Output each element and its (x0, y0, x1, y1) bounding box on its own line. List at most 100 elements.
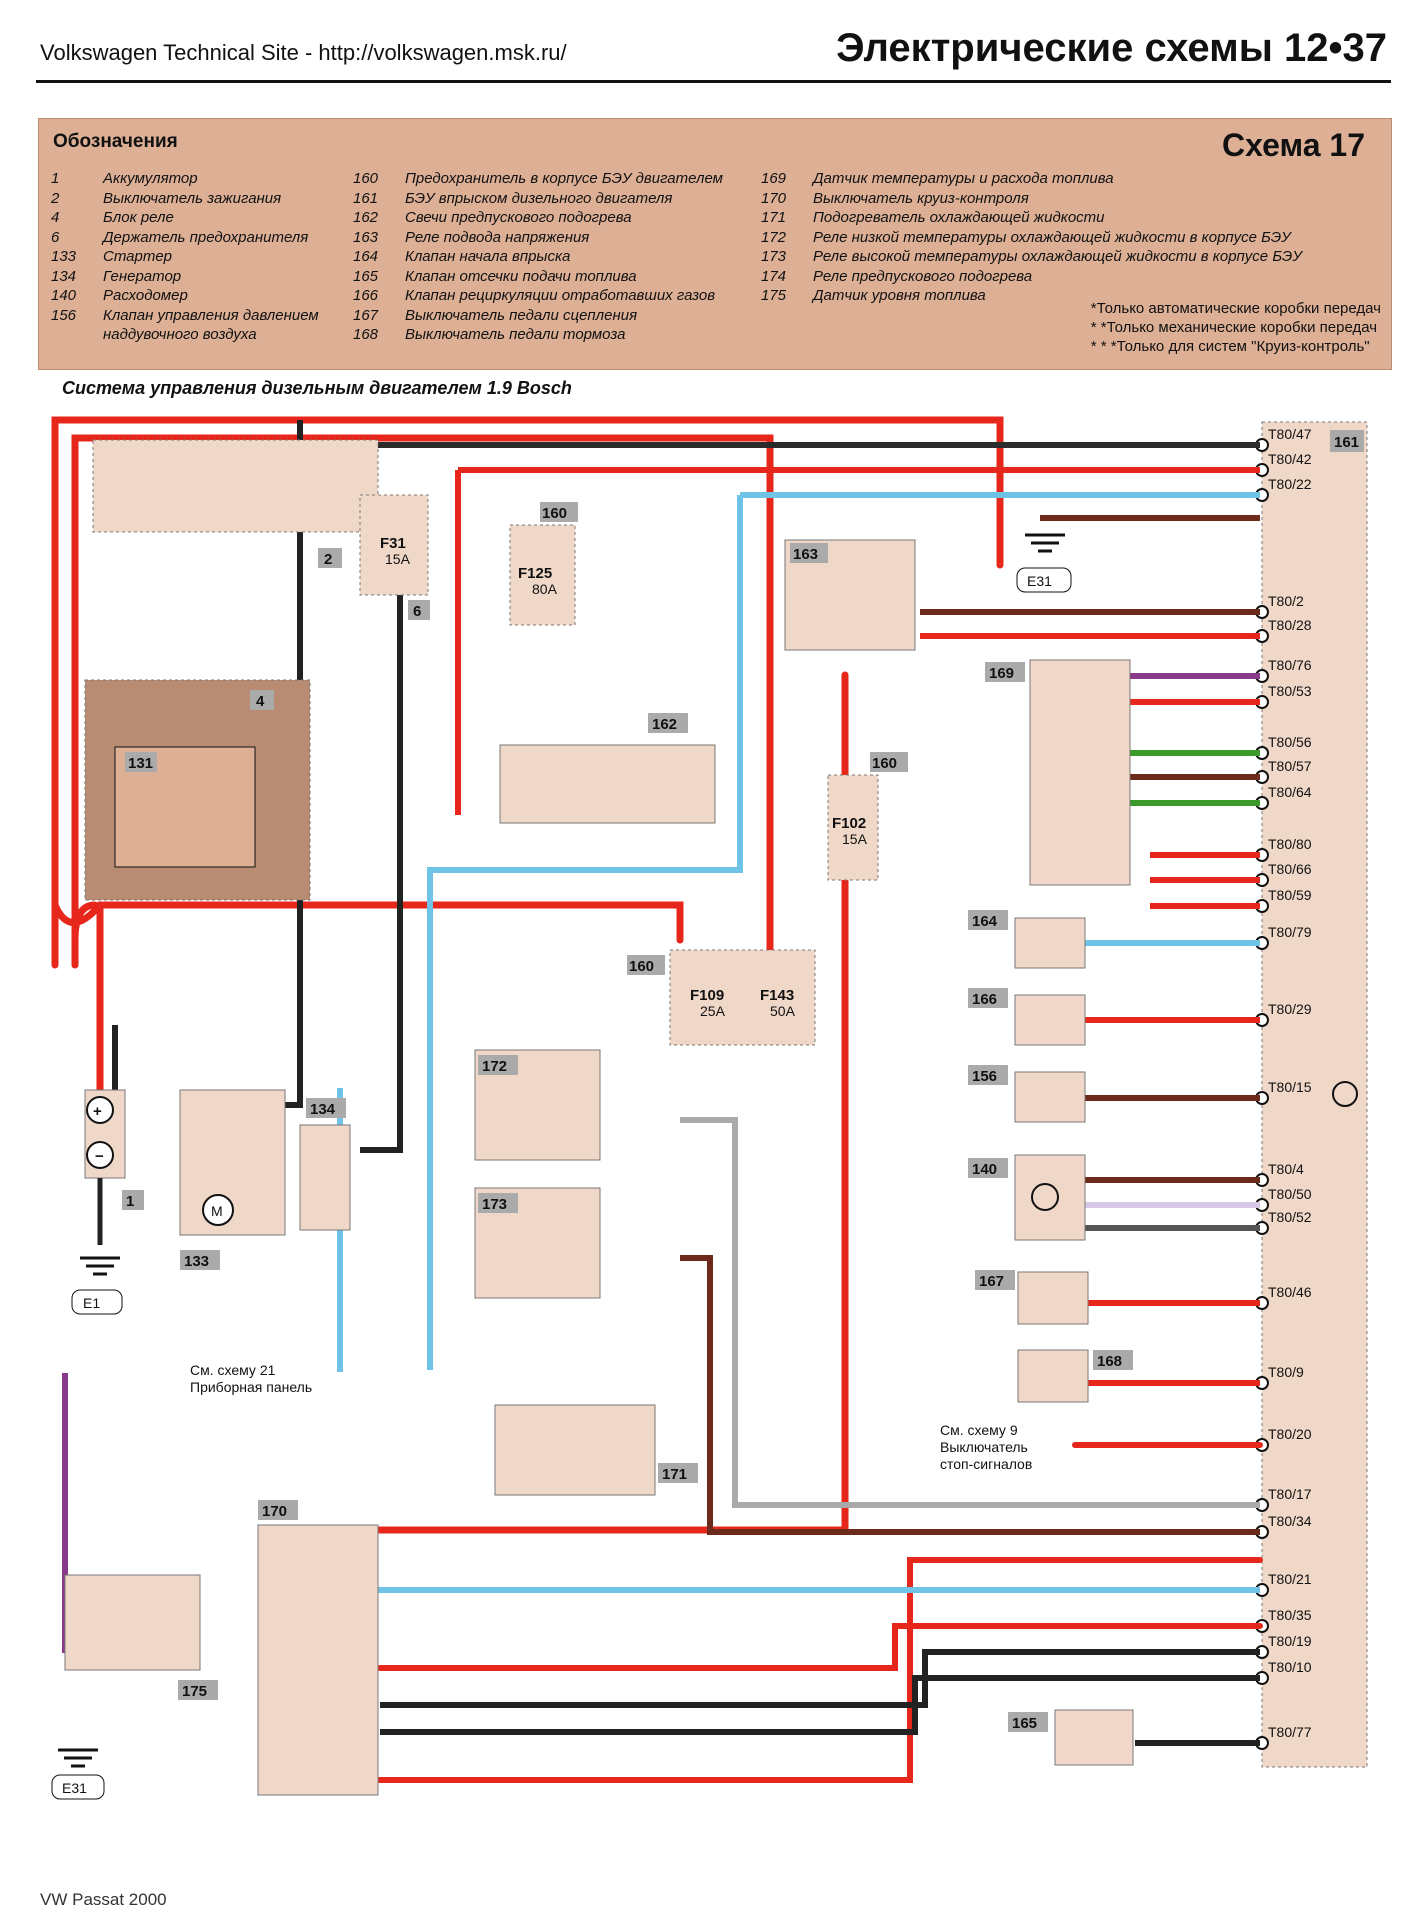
legend-item: 162 Свечи предпускового подогрева (353, 208, 723, 228)
legend-item-number: 173 (761, 248, 787, 265)
ecu-pin-label: T80/52 (1268, 1209, 1312, 1225)
ecu-pin-label: T80/77 (1268, 1724, 1312, 1740)
legend-item-label: Свечи предпускового подогрева (405, 209, 632, 226)
legend-item-number: 2 (51, 189, 60, 207)
legend-item: 173 Реле высокой температуры охлаждающей … (761, 247, 1302, 267)
legend-item-number: 167 (353, 306, 379, 324)
wire-br-bl-t80-34 (680, 1255, 1260, 1535)
legend-item-label: Датчик уровня топлива (813, 287, 986, 304)
legend-item-number: 133 (51, 248, 77, 265)
legend-item-label: Аккумулятор (103, 170, 198, 187)
legend-item-number: 140 (51, 287, 77, 304)
legend-item-number: 166 (353, 287, 379, 304)
heater-171-box (494, 1404, 656, 1496)
sensor-169-box (1029, 659, 1131, 886)
legend-item-number: 162 (353, 209, 379, 226)
ecu-pin-label: T80/20 (1268, 1426, 1312, 1442)
ecu-pin-label: T80/34 (1268, 1513, 1312, 1529)
wire-gr-bl-t80-17 (680, 1117, 1260, 1508)
ecu-pin-label: T80/15 (1268, 1079, 1312, 1095)
legend-item-number: 172 (761, 228, 787, 246)
ecu-pin-label: T80/35 (1268, 1607, 1312, 1623)
ecu-pin-label: T80/76 (1268, 657, 1312, 673)
valve-166-box (1014, 994, 1086, 1046)
legend-item-number: 1 (51, 170, 60, 187)
ecu-pin-label: T80/42 (1268, 451, 1312, 467)
fuse-160b-tag: 160 (872, 755, 897, 772)
legend-item-label: Клапан начала впрыска (405, 248, 571, 265)
fuse-f109-rating: 25A (700, 1003, 726, 1019)
legend-item-number: 171 (761, 209, 787, 226)
ref-scheme-9: См. схему 9 (940, 1422, 1018, 1438)
scheme-number: Схема 17 (1221, 127, 1365, 163)
relay-131-tag: 131 (128, 755, 153, 772)
fuse-f109-f143-box (669, 949, 816, 1046)
legend-item-label: Держатель предохранителя (103, 228, 309, 246)
legend-item-label: Стартер (103, 248, 173, 265)
header-divider (36, 80, 1391, 83)
fuse-f31-rating: 15A (385, 551, 411, 567)
wire-sw-ws-170 (380, 1675, 1260, 1735)
valve-165-tag: 165 (1012, 1715, 1037, 1732)
generator-134-tag: 134 (310, 1101, 336, 1118)
legend-item: 175 Датчик уровня топлива (761, 286, 1302, 306)
legend-note: * *Только механические коробки передач (1090, 319, 1378, 336)
relay-block-tag: 4 (256, 693, 265, 710)
ecu-pin-label: T80/57 (1268, 758, 1312, 774)
legend-item-number: 175 (761, 287, 787, 304)
relay-163-tag: 163 (793, 546, 818, 563)
fuse-160c-tag: 160 (629, 958, 654, 975)
legend-item-label: Расходомер (103, 287, 188, 304)
legend-item-label: Клапан управления давлением (103, 306, 319, 324)
ecu-pin-label: T80/80 (1268, 836, 1312, 852)
legend-item-number: 6 (51, 228, 60, 246)
valve-156-box (1014, 1071, 1086, 1123)
ecu-transistor-icon (1332, 1081, 1358, 1107)
legend-note: * * *Только для систем "Круиз-контроль" (1090, 338, 1370, 355)
legend-item-number: 165 (353, 267, 379, 285)
glow-plugs-162 (499, 744, 716, 824)
ecu-pin-label: T80/22 (1268, 476, 1312, 492)
starter-motor-icon (202, 1194, 234, 1226)
ecu-161-box (1261, 421, 1368, 1768)
legend-item-label: Клапан отсечки подачи топлива (405, 267, 637, 285)
valve-164-box (1014, 917, 1086, 969)
legend-item-label: Выключатель педали тормоза (405, 326, 626, 343)
page-header: Электрические схемы 12•37 (836, 26, 1387, 70)
wire-bl-sw-down (427, 495, 743, 1370)
legend-item-number: 163 (353, 228, 379, 246)
wire-ro-gr-170 (377, 1623, 1263, 1671)
ecu-pin-label: T80/21 (1268, 1571, 1312, 1587)
ground-symbol-e31-bottom (58, 1748, 98, 1768)
legend-item-number: 160 (353, 170, 379, 187)
legend-item: 166 Клапан рециркуляции отработавших газо… (353, 286, 723, 306)
legend-item-label: Реле высокой температуры охлаждающей жид… (813, 248, 1302, 265)
ecu-pin-label: T80/17 (1268, 1486, 1312, 1502)
legend-title: Обозначения (53, 131, 178, 152)
legend-item-number: 4 (51, 209, 60, 226)
legend-item: 6 Держатель предохранителя (51, 228, 319, 248)
valve-166-tag: 166 (972, 991, 997, 1008)
legend-item-label: Клапан рециркуляции отработавших газов (405, 287, 716, 304)
ecu-pin-label: T80/9 (1268, 1364, 1304, 1380)
cruise-switch-tag: 170 (262, 1503, 287, 1520)
fuse-f143-rating: 50A (770, 1003, 796, 1019)
ecu-pin-label: T80/53 (1268, 683, 1312, 699)
battery-minus: − (95, 1148, 104, 1165)
ref-scheme-21: См. схему 21 (190, 1362, 276, 1378)
flowmeter-transistor-icon (1031, 1183, 1059, 1211)
wire-sw-4 (360, 540, 403, 1153)
legend-item-number: 156 (51, 306, 77, 324)
relay-172-tag: 172 (482, 1058, 507, 1075)
ecu-pin-label: T80/46 (1268, 1284, 1312, 1300)
battery-tag: 1 (126, 1193, 134, 1210)
legend-item-label: наддувочного воздуха (103, 326, 257, 343)
